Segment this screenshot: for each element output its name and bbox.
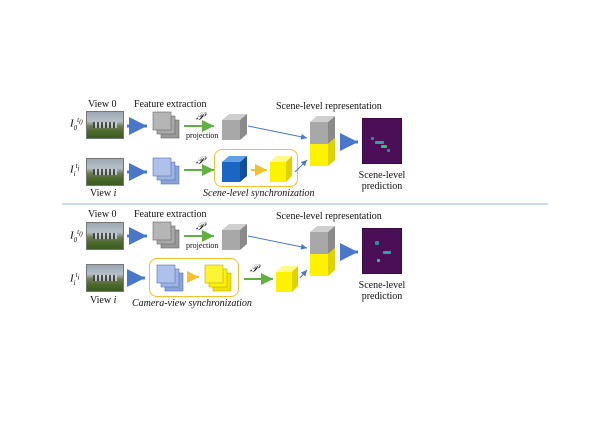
yellow-cube	[270, 156, 292, 182]
feature-stack-yellow	[204, 264, 232, 292]
scene-sync-frame-top	[214, 149, 298, 187]
prediction-label-top-2: prediction	[361, 181, 403, 192]
projection-symbol-top-2: 𝒫	[196, 155, 204, 167]
view-0-label-bottom: View 0	[88, 209, 117, 220]
view-i-image-top	[86, 158, 124, 186]
blue-cube	[222, 156, 247, 182]
scene-representation-label-bottom: Scene-level representation	[276, 211, 382, 222]
projection-symbol-bottom-2: 𝒫	[250, 263, 258, 275]
feature-stack-blue	[152, 157, 180, 185]
heatmap-spot	[383, 251, 391, 254]
feature-extraction-label-bottom: Feature extraction	[134, 209, 207, 220]
image-i-label-bottom: Iiti	[70, 271, 80, 287]
heatmap-spot	[375, 141, 384, 144]
projection-label-top: projection	[186, 131, 219, 140]
arrow-to-scene-representation	[247, 125, 308, 140]
arrow-to-scene-representation	[294, 159, 308, 173]
feature-extraction-label-top: Feature extraction	[134, 99, 207, 110]
arrow-to-scene-representation	[299, 269, 308, 279]
arrow-to-scene-representation	[247, 235, 308, 250]
heatmap-spot	[387, 149, 390, 152]
scene-representation-cube	[310, 226, 335, 276]
feature-stack-blue	[156, 264, 184, 292]
scene-representation-cube	[310, 116, 335, 166]
projection-label-bottom: projection	[186, 241, 219, 250]
yellow-cube	[276, 266, 298, 292]
feature-stack-gray	[152, 221, 180, 249]
view-i-label-top: View i	[90, 188, 117, 199]
camera-sync-label-bottom: Camera-view synchronization	[132, 298, 252, 309]
scene-representation-label-top: Scene-level representation	[276, 101, 382, 112]
scene-sync-label-top: Scene-level synchronization	[203, 188, 315, 199]
prediction-map-bottom	[362, 228, 402, 274]
camera-sync-frame-bottom	[149, 258, 239, 297]
image-i-label-top: Iiti	[70, 162, 80, 178]
image-0-label-bottom: I0t0	[70, 228, 83, 244]
view-i-label-bottom: View i	[90, 295, 117, 306]
projection-symbol-top: 𝒫	[196, 111, 204, 123]
view-0-image-bottom	[86, 222, 124, 250]
heatmap-spot	[375, 241, 379, 245]
projection-symbol-bottom: 𝒫	[196, 221, 204, 233]
view-0-image-top	[86, 111, 124, 139]
view-0-label-top: View 0	[88, 99, 117, 110]
gray-cube	[222, 224, 247, 250]
view-i-image-bottom	[86, 264, 124, 292]
prediction-label-bottom-2: prediction	[361, 291, 403, 302]
heatmap-spot	[371, 137, 374, 140]
heatmap-spot	[377, 259, 380, 262]
heatmap-spot	[381, 145, 387, 148]
prediction-label-bottom-1: Scene-level	[358, 280, 406, 291]
prediction-label-top-1: Scene-level	[358, 170, 406, 181]
feature-stack-gray	[152, 111, 180, 139]
gray-cube	[222, 114, 247, 140]
image-0-label-top: I0t0	[70, 116, 83, 132]
prediction-map-top	[362, 118, 402, 164]
